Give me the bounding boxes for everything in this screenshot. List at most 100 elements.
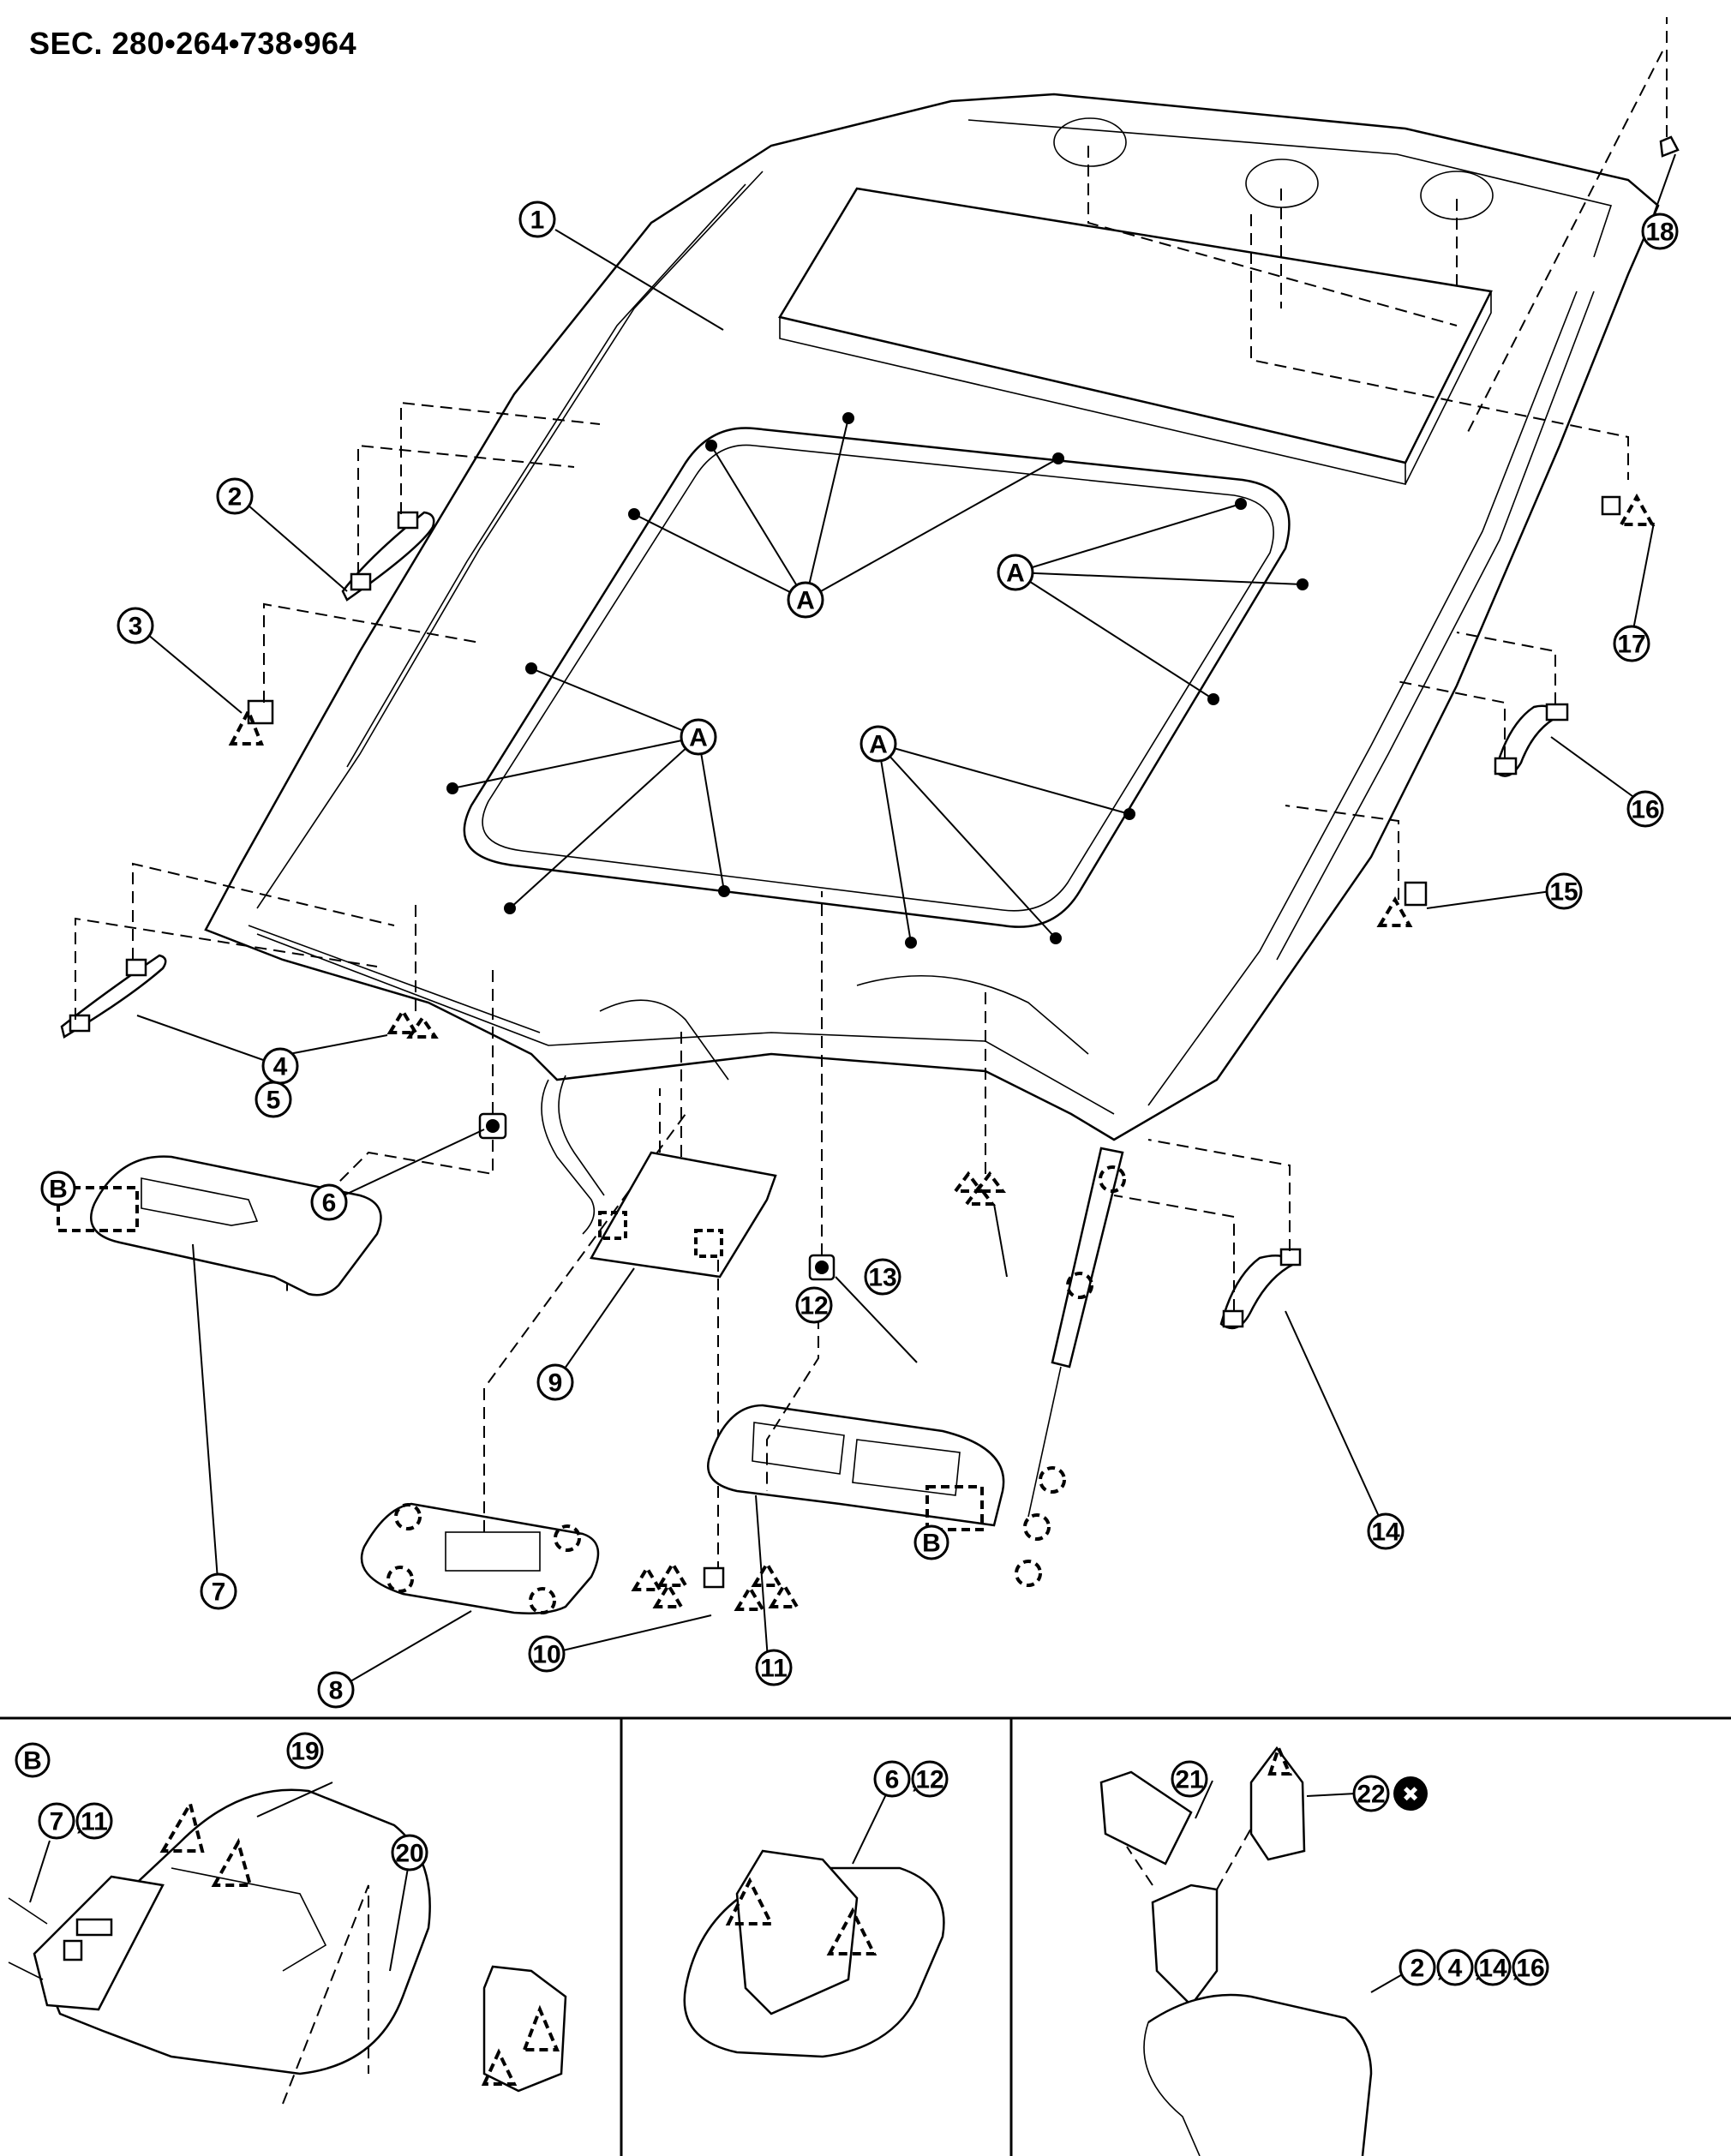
do-not-reuse-icon: ✖ xyxy=(1393,1776,1428,1811)
reference-marker-a: A xyxy=(680,718,717,756)
sun-visor-7 xyxy=(57,1155,382,1297)
support-rod xyxy=(1015,1147,1126,1587)
callout-7: 7 xyxy=(200,1572,237,1610)
svg-text:14: 14 xyxy=(1371,1518,1400,1547)
map-lamp-finisher-8 xyxy=(360,1113,686,1614)
callout-10: 10 xyxy=(528,1635,566,1673)
svg-text:A: A xyxy=(689,724,708,752)
reference-marker-a: A xyxy=(860,725,897,763)
svg-text:18: 18 xyxy=(1645,219,1674,247)
svg-text:B: B xyxy=(922,1530,941,1558)
detail-b-callout-11: 11 xyxy=(75,1802,113,1840)
clip-3 xyxy=(228,602,481,746)
svg-text:B: B xyxy=(49,1176,68,1204)
sun-visor-11 xyxy=(707,1298,1005,1531)
callout-13: 13 xyxy=(864,1258,901,1296)
svg-text:14: 14 xyxy=(1478,1955,1507,1983)
callout-1: 1 xyxy=(518,201,556,238)
svg-text:19: 19 xyxy=(290,1738,319,1766)
callout-18: 18 xyxy=(1641,213,1679,250)
clip-15 xyxy=(1285,805,1428,927)
detail-b-marker: B xyxy=(15,1742,51,1778)
svg-text:5: 5 xyxy=(267,1087,281,1115)
callout-5: 5 xyxy=(255,1081,292,1118)
svg-text:6: 6 xyxy=(885,1766,900,1794)
svg-text:17: 17 xyxy=(1617,631,1645,659)
detail-b-callout-20: 20 xyxy=(391,1834,428,1872)
sun-visor-holder-6 xyxy=(286,968,507,1294)
reference-marker-a: A xyxy=(787,581,824,619)
detail-panel-grip xyxy=(1099,1743,1406,2156)
clips-10 xyxy=(631,1260,800,1611)
svg-text:2: 2 xyxy=(1411,1955,1425,1983)
detail-grip-callout-4: 4 xyxy=(1436,1949,1474,1986)
clip-13 xyxy=(952,985,1006,1206)
reference-marker-b: B xyxy=(913,1524,949,1560)
reference-marker-b: B xyxy=(40,1171,76,1207)
detail-grip-callout-22: 22 xyxy=(1352,1775,1390,1812)
callout-9: 9 xyxy=(536,1363,574,1401)
rear-fixtures xyxy=(1053,51,1663,480)
detail-panel-holder xyxy=(683,1792,945,2058)
svg-text:15: 15 xyxy=(1549,878,1578,907)
svg-text:A: A xyxy=(796,587,815,615)
detail-grip-callout-2: 2 xyxy=(1399,1949,1436,1986)
detail-holder-callout-6: 6 xyxy=(873,1760,911,1798)
callout-leaders xyxy=(136,153,1676,1691)
callout-8: 8 xyxy=(317,1671,355,1709)
clip-17 xyxy=(1601,493,1656,526)
svg-text:A: A xyxy=(1006,560,1025,588)
wire-harness xyxy=(541,975,1089,1235)
detail-grip-callout-14: 14 xyxy=(1474,1949,1512,1986)
svg-text:A: A xyxy=(869,731,888,759)
callout-11: 11 xyxy=(755,1649,793,1686)
callout-2: 2 xyxy=(216,477,254,515)
svg-text:12: 12 xyxy=(800,1292,828,1321)
svg-text:3: 3 xyxy=(129,613,143,641)
detail-holder-callout-12: 12 xyxy=(911,1760,949,1798)
sunroof-rear-panel xyxy=(778,187,1493,486)
callout-14: 14 xyxy=(1367,1512,1405,1550)
sun-visor-holder-12 xyxy=(808,891,836,1281)
callout-3: 3 xyxy=(117,607,154,644)
svg-text:20: 20 xyxy=(395,1840,423,1868)
svg-text:22: 22 xyxy=(1357,1781,1385,1809)
svg-text:4: 4 xyxy=(1448,1955,1463,1983)
svg-text:7: 7 xyxy=(212,1578,226,1607)
clip-5 xyxy=(386,900,439,1039)
callout-15: 15 xyxy=(1545,872,1583,910)
detail-b-callout-19: 19 xyxy=(286,1732,324,1770)
svg-text:21: 21 xyxy=(1175,1766,1203,1794)
svg-text:2: 2 xyxy=(228,483,243,512)
svg-text:8: 8 xyxy=(329,1677,344,1705)
section-code-title: SEC. 280•264•738•964 xyxy=(29,26,357,61)
clip-18 xyxy=(1659,17,1680,158)
svg-text:✖: ✖ xyxy=(1402,1782,1419,1806)
reference-a-markers xyxy=(446,412,1309,949)
map-lamp-9 xyxy=(590,1028,777,1279)
detail-b-callout-7: 7 xyxy=(38,1802,75,1840)
assist-grip-14 xyxy=(1113,1139,1302,1330)
assist-grip-4 xyxy=(60,862,395,1039)
svg-text:11: 11 xyxy=(760,1655,788,1683)
svg-text:4: 4 xyxy=(273,1053,288,1081)
svg-text:9: 9 xyxy=(548,1369,563,1398)
detail-grip-callout-16: 16 xyxy=(1512,1949,1549,1986)
svg-text:13: 13 xyxy=(868,1264,896,1292)
callout-16: 16 xyxy=(1626,790,1664,828)
svg-text:11: 11 xyxy=(81,1808,108,1836)
callout-12: 12 xyxy=(795,1286,833,1324)
svg-text:B: B xyxy=(23,1747,42,1776)
callout-17: 17 xyxy=(1613,625,1650,662)
assist-grip-2 xyxy=(341,401,601,602)
svg-text:16: 16 xyxy=(1631,796,1659,824)
svg-text:16: 16 xyxy=(1516,1955,1544,1983)
assist-grip-16 xyxy=(1396,632,1569,777)
svg-text:6: 6 xyxy=(322,1189,337,1218)
svg-text:12: 12 xyxy=(915,1766,943,1794)
svg-text:10: 10 xyxy=(532,1641,560,1669)
svg-text:7: 7 xyxy=(50,1808,64,1836)
callout-4: 4 xyxy=(261,1047,299,1085)
svg-text:1: 1 xyxy=(530,207,545,235)
